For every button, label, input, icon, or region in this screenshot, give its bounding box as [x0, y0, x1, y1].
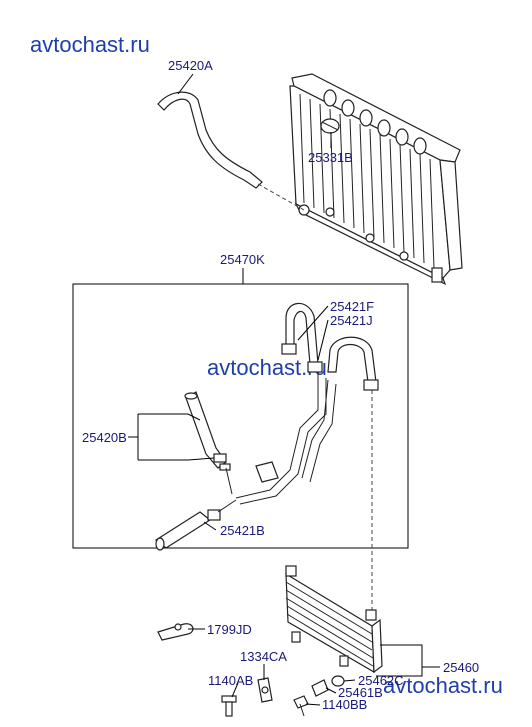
- hose-25421j: [327, 336, 377, 383]
- watermark-bottom: avtochast.ru: [383, 673, 503, 698]
- upper-hose: [157, 91, 263, 189]
- label-25421b: 25421B: [220, 523, 265, 538]
- label-25420b: 25420B: [82, 430, 127, 445]
- bolt-1140ab: [221, 695, 237, 717]
- kit-frame: [72, 283, 409, 549]
- label-25420a: 25420A: [168, 58, 213, 73]
- clip-1799jd: [157, 623, 194, 641]
- oil-cooler: [285, 565, 383, 674]
- cooler-tube-1: [235, 372, 319, 499]
- label-25460: 25460: [443, 660, 479, 675]
- label-25462c: 25462C: [358, 673, 404, 688]
- label-25331b: 25331B: [308, 150, 353, 165]
- label-1140ab: 1140AB: [208, 673, 253, 688]
- label-25421f: 25421F: [330, 299, 374, 314]
- cooler-tube-2: [301, 379, 329, 479]
- label-1334ca: 1334CA: [240, 649, 287, 664]
- label-25461b: 25461B: [338, 685, 383, 700]
- bolt-1140bb: [293, 695, 309, 717]
- radiator: [289, 73, 463, 286]
- fitting-25461b: [311, 679, 329, 697]
- label-25421j: 25421J: [330, 313, 373, 328]
- watermark-top: avtochast.ru: [30, 32, 150, 57]
- label-1140bb: 1140BB: [322, 697, 367, 712]
- leader-lines: [128, 73, 440, 706]
- label-1799jd: 1799JD: [207, 622, 252, 637]
- watermark-middle: avtochast.ru: [207, 355, 327, 380]
- label-25470k: 25470K: [220, 252, 265, 267]
